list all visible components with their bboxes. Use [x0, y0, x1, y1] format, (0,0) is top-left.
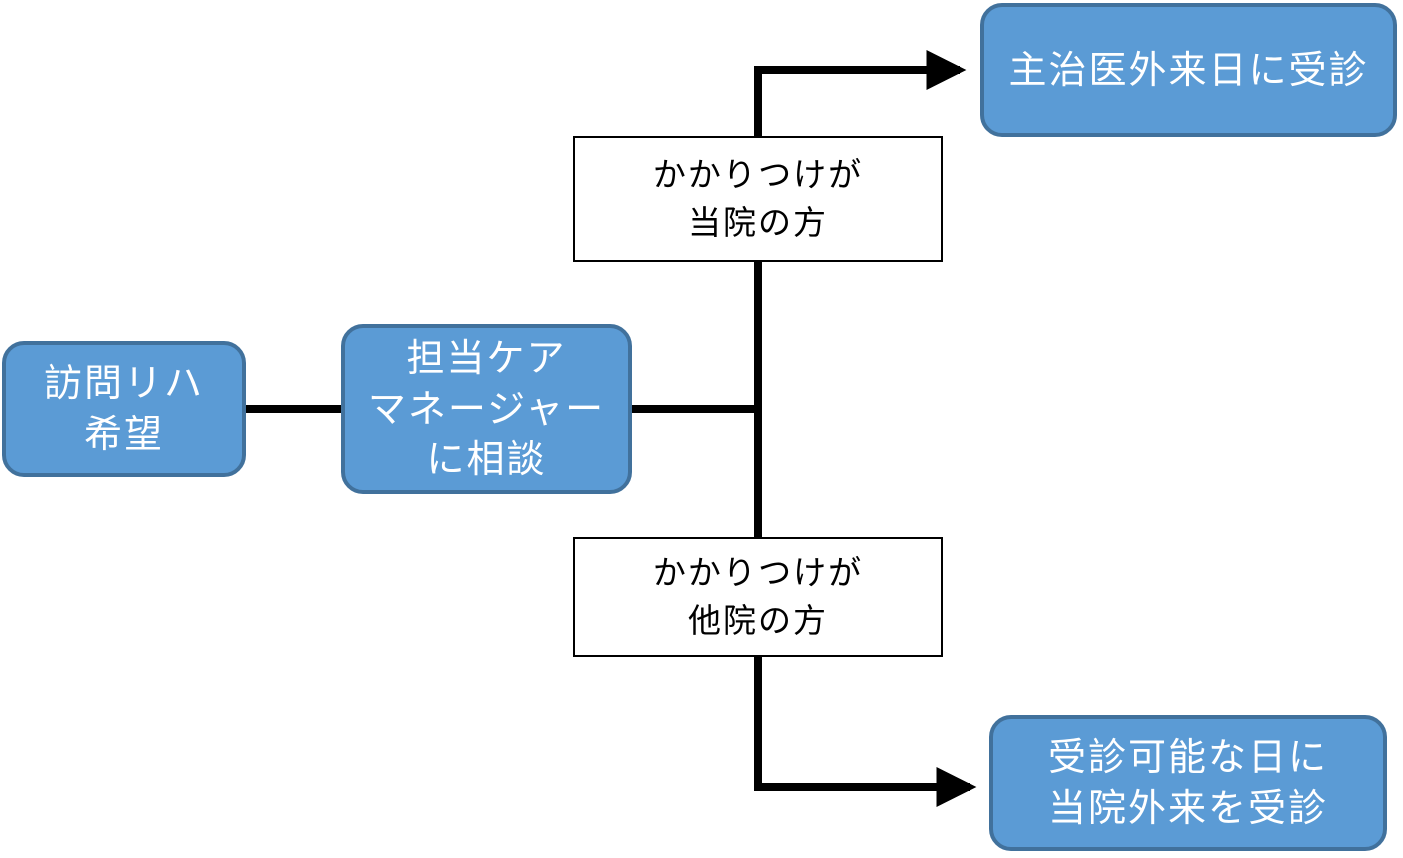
request-node: 訪問リハ 希望: [2, 341, 246, 477]
request-node-text: 訪問リハ 希望: [43, 361, 204, 456]
condition-this-hospital-box: かかりつけが 当院の方: [573, 136, 943, 262]
condition-this-hospital-text: かかりつけが 当院の方: [652, 155, 864, 242]
outcome-top-text: 主治医外来日に受診: [1008, 47, 1369, 92]
condition-other-hospital-box: かかりつけが 他院の方: [573, 537, 943, 657]
consult-node-text: 担当ケア マネージャー に相談: [367, 336, 606, 482]
consult-node: 担当ケア マネージャー に相談: [341, 324, 632, 494]
outcome-bottom-node: 受診可能な日に 当院外来を受診: [989, 715, 1387, 851]
outcome-top-node: 主治医外来日に受診: [980, 3, 1397, 137]
outcome-bottom-text: 受診可能な日に 当院外来を受診: [1047, 735, 1328, 830]
condition-other-hospital-text: かかりつけが 他院の方: [652, 553, 864, 640]
